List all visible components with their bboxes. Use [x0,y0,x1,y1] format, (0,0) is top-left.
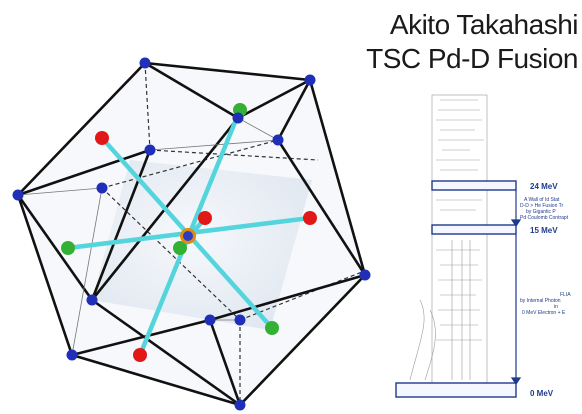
green-node [61,241,75,255]
vertex [234,399,246,411]
vertex [304,74,316,86]
level-box-15 [431,224,517,235]
author-name: Akito Takahashi [389,9,579,40]
diagram-title: TSC Pd-D Fusion [366,43,578,74]
vertex [86,294,98,306]
red-node [303,211,317,225]
vertex [272,134,284,146]
note-line: by Internal Photon [520,298,561,304]
scan-column [409,94,488,386]
note-line: A Wall of Id Stat [524,197,560,203]
note-line: FLIA [560,292,571,298]
note-lower: FLIA by Internal Photon in 0 MeV Electro… [520,292,571,316]
level-label-0: 0 MeV [530,389,554,398]
vertex [359,269,371,281]
red-nodes [95,131,317,362]
note-line: by Gigantic P [526,209,556,215]
level-label-24: 24 MeV [530,182,558,191]
vertex [232,112,244,124]
green-node [173,241,187,255]
green-nodes [61,103,279,335]
vertex [144,144,156,156]
level-box-0 [395,382,517,398]
vertex [96,182,108,194]
vertex [204,314,216,326]
vertex [66,349,78,361]
vertex [139,57,151,69]
title-block: Akito Takahashi TSC Pd-D Fusion [366,8,578,76]
red-node [198,211,212,225]
red-node [133,348,147,362]
note-line: D-D > He Fusion Tr [520,203,564,209]
note-line: 0 MeV Electron + E [522,310,566,316]
red-node [95,131,109,145]
green-node [265,321,279,335]
level-label-15: 15 MeV [530,226,558,235]
vertex [12,189,24,201]
center-node [180,228,196,244]
note-upper: A Wall of Id Stat D-D > He Fusion Tr by … [520,197,569,221]
note-line: in [554,304,558,310]
vertex [234,314,246,326]
note-line: Pd Coulomb Contrapt [520,215,569,221]
blue-vertices [12,57,371,411]
inner-lines [17,117,279,356]
level-box-24 [431,180,517,191]
level-diagram: 24 MeV 15 MeV 0 MeV A Wall of Id Stat D-… [395,94,571,398]
